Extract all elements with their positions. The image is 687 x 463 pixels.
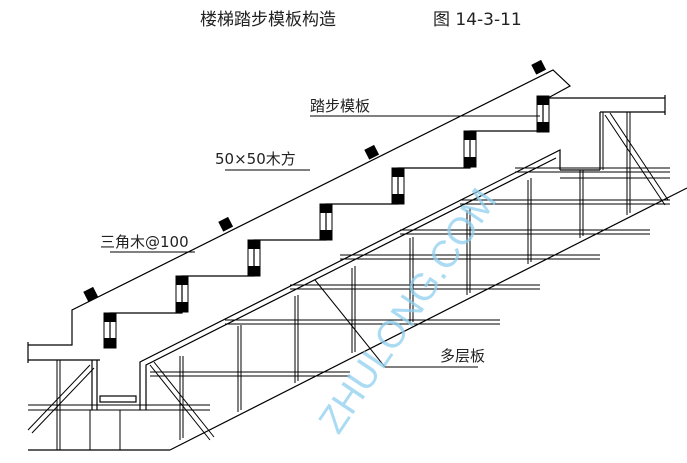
riser-formwork-blocks bbox=[83, 59, 549, 348]
figure-number: 图 14-3-11 bbox=[433, 10, 522, 30]
lower-slope-line bbox=[169, 187, 687, 451]
label-plywood: 多层板 bbox=[440, 347, 486, 365]
scaffold-support bbox=[27, 112, 670, 450]
riser-block-outlines bbox=[103, 95, 550, 349]
label-tread-formwork: 踏步模板 bbox=[310, 97, 371, 115]
diagram-title: 楼梯踏步模板构造 bbox=[200, 10, 336, 30]
leader-lines bbox=[110, 115, 540, 368]
label-timber: 50×50木方 bbox=[215, 150, 296, 168]
label-triangle-wood: 三角木@100 bbox=[100, 233, 189, 251]
